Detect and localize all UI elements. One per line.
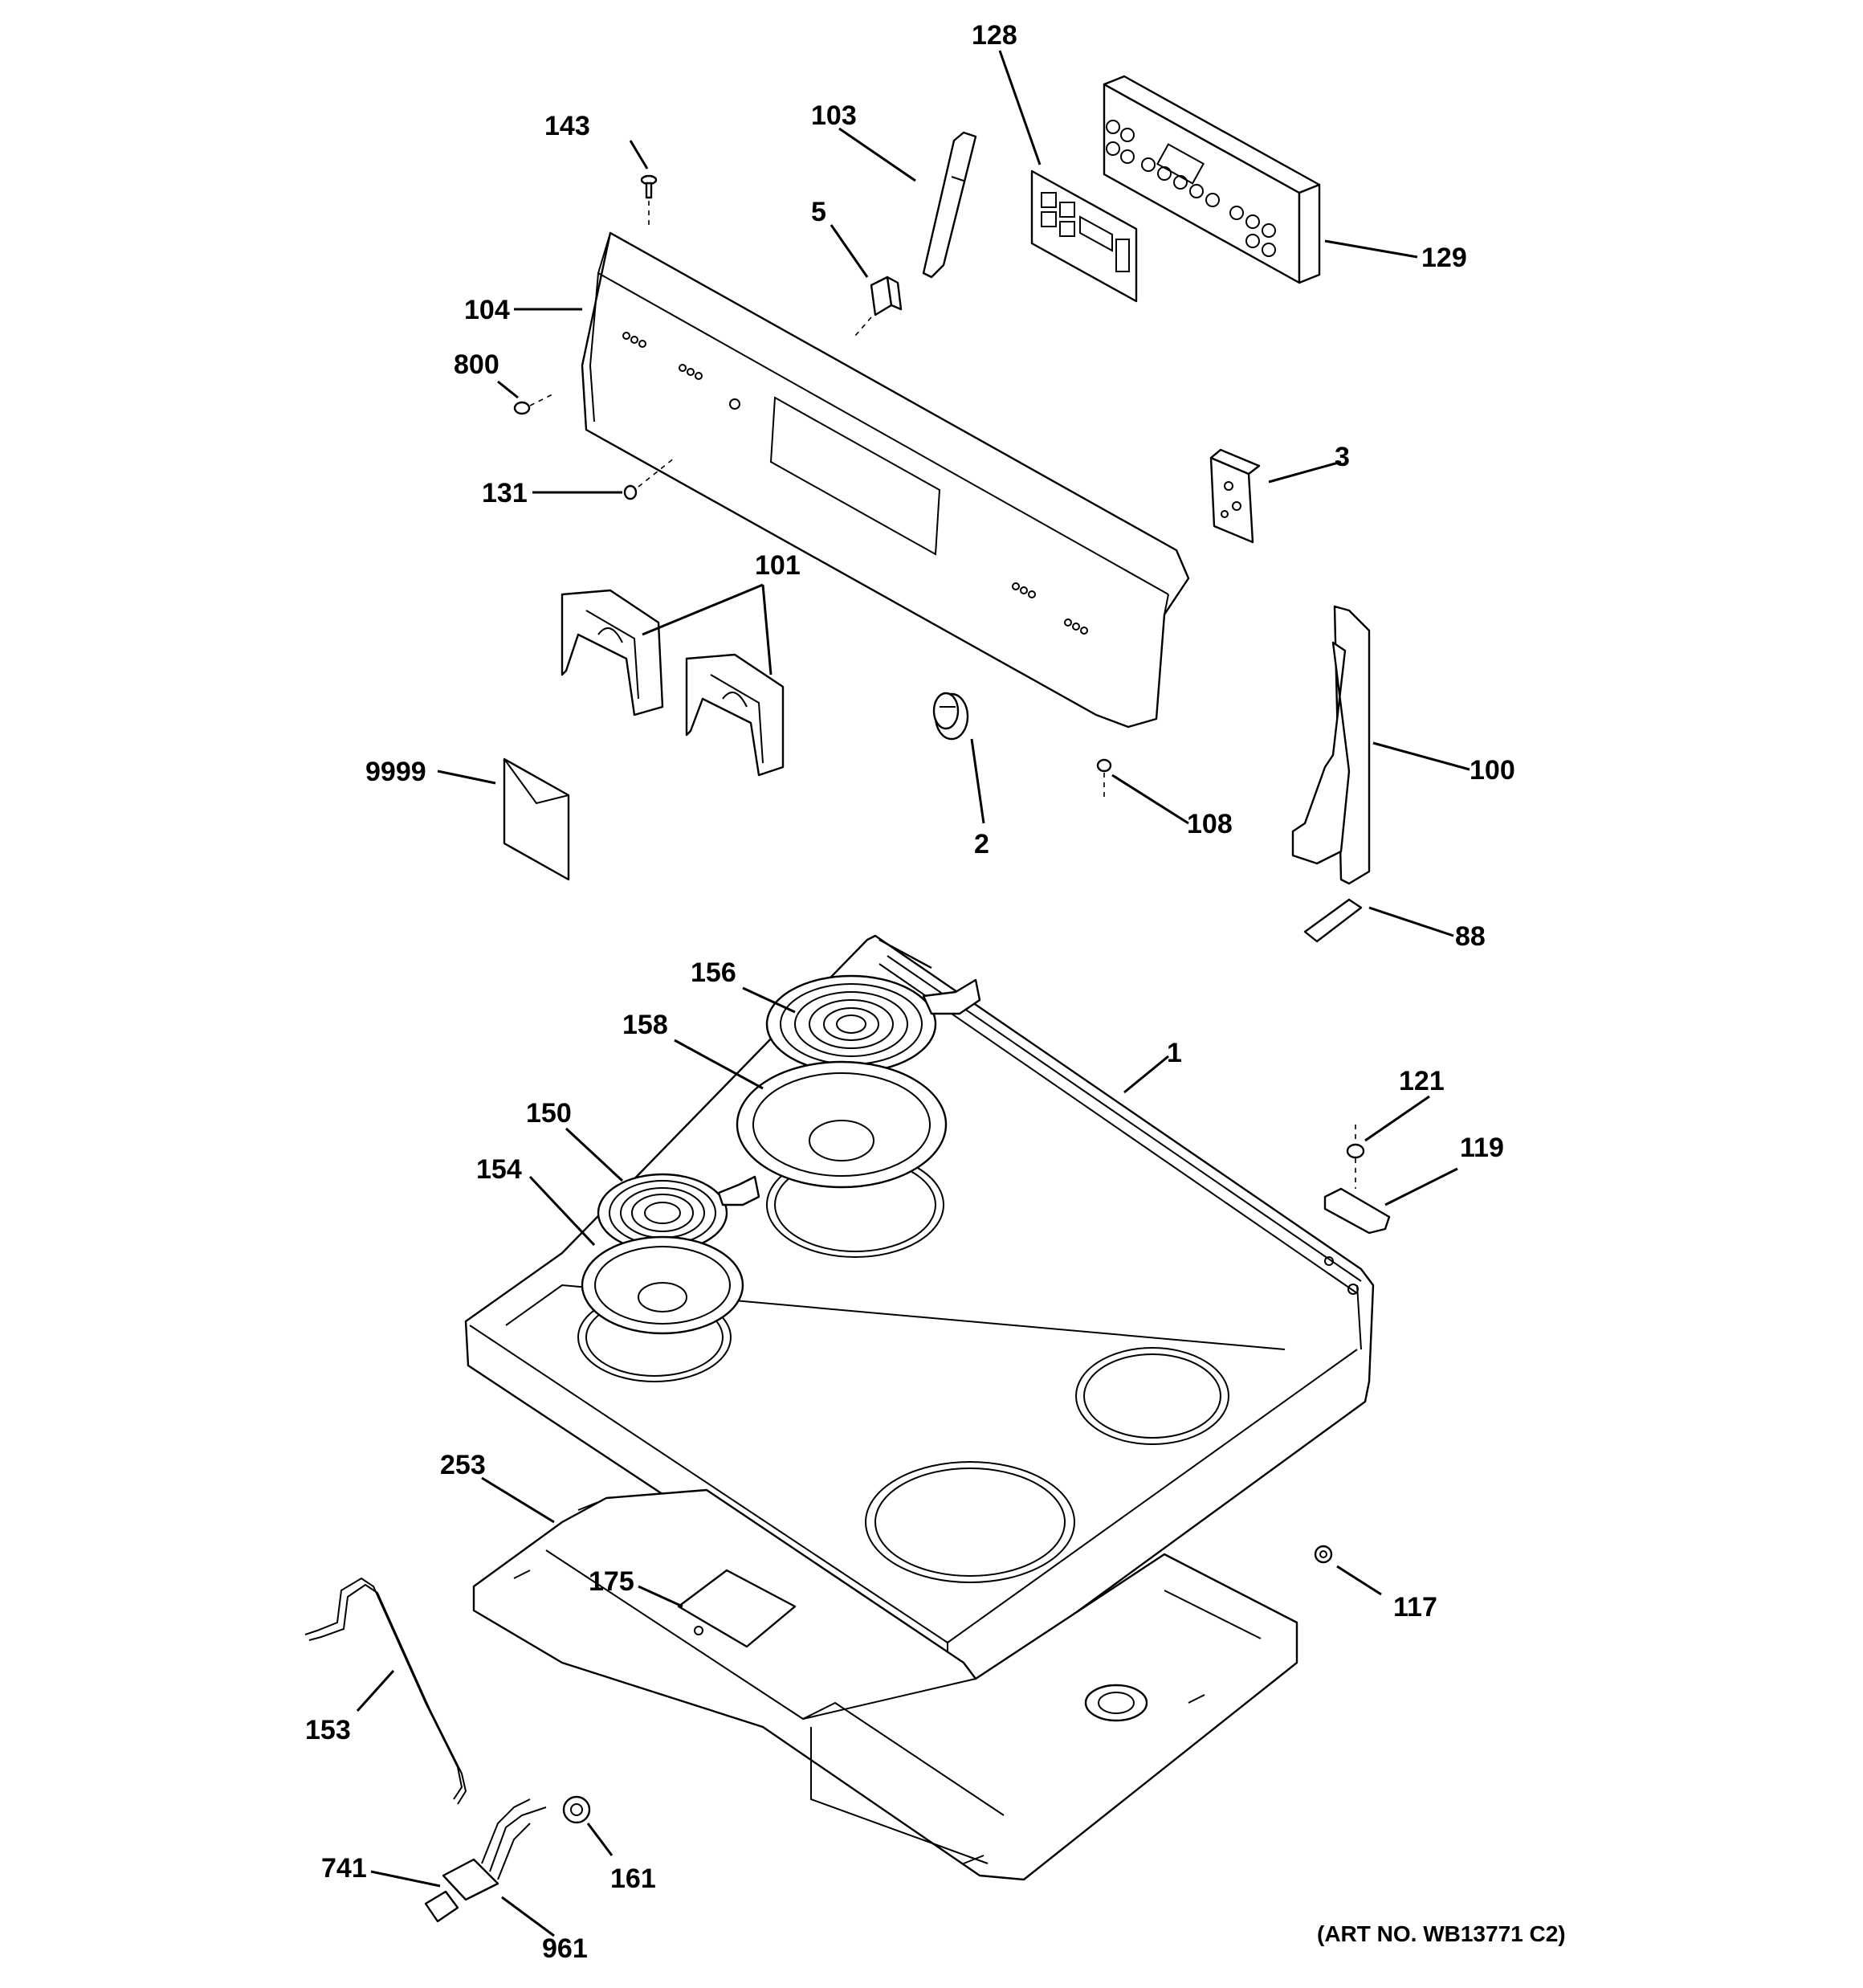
part-5-switch	[854, 276, 903, 337]
callout-2: 2	[974, 829, 989, 859]
callout-128: 128	[972, 20, 1017, 51]
part-100-side-trim	[1291, 605, 1371, 885]
part-150-small-element	[597, 1173, 760, 1253]
leader-lines	[356, 50, 1470, 1937]
part-131-screw	[623, 457, 675, 500]
part-154-small-drip-pan	[581, 1235, 744, 1335]
callout-158: 158	[622, 1010, 668, 1040]
part-121-screw	[1346, 1125, 1365, 1189]
callout-154: 154	[476, 1154, 522, 1185]
part-741-terminal-block	[424, 1798, 547, 1923]
part-117-nut	[1314, 1545, 1333, 1564]
callout-117: 117	[1393, 1592, 1437, 1623]
callout-156: 156	[691, 957, 736, 988]
part-175-cover	[677, 1569, 797, 1648]
part-101-bracket-left	[561, 589, 664, 716]
part-253-burner-box	[472, 1488, 1298, 1881]
callout-101: 101	[755, 550, 801, 581]
callout-961: 961	[542, 1933, 588, 1964]
part-103-bracket	[922, 131, 977, 279]
part-9999-literature	[503, 757, 570, 881]
callout-88: 88	[1455, 921, 1486, 952]
part-3-switch	[1209, 448, 1261, 544]
callout-143: 143	[544, 111, 590, 141]
callout-119: 119	[1460, 1133, 1504, 1163]
part-153-wire	[304, 1577, 467, 1805]
part-119-bracket	[1323, 1187, 1391, 1235]
part-158-large-drip-pan	[736, 1060, 948, 1189]
callout-labels: 128 143 103 5 129 104 800 3 131 101 100 …	[305, 20, 1566, 1964]
part-143-screw	[640, 174, 658, 227]
part-108-screw	[1096, 758, 1112, 799]
part-161-clamp	[562, 1795, 591, 1824]
callout-104: 104	[464, 295, 510, 325]
callout-103: 103	[811, 100, 857, 131]
part-104-backsplash	[581, 231, 1190, 729]
callout-161: 161	[610, 1863, 656, 1894]
part-800-screw	[513, 393, 555, 415]
callout-1: 1	[1167, 1038, 1182, 1068]
part-129-control-board	[1103, 75, 1321, 284]
callout-741: 741	[321, 1853, 367, 1884]
part-2-knob	[932, 692, 969, 741]
callout-121: 121	[1399, 1066, 1445, 1096]
part-101-bracket-right	[685, 653, 785, 777]
art-number: (ART NO. WB13771 C2)	[1317, 1921, 1566, 1946]
callout-150: 150	[526, 1098, 572, 1129]
callout-153: 153	[305, 1715, 351, 1745]
callout-3: 3	[1335, 442, 1350, 472]
callout-253: 253	[440, 1450, 486, 1480]
callout-800: 800	[454, 349, 499, 380]
callout-175: 175	[589, 1566, 634, 1597]
callout-100: 100	[1470, 755, 1515, 786]
callout-131: 131	[482, 478, 528, 508]
callout-108: 108	[1187, 809, 1233, 839]
part-128-overlay	[1030, 169, 1138, 303]
callout-9999: 9999	[365, 757, 426, 787]
callout-129: 129	[1421, 243, 1467, 273]
callout-5: 5	[811, 197, 826, 227]
part-156-large-element	[765, 974, 981, 1074]
part-88-clip	[1303, 898, 1363, 943]
